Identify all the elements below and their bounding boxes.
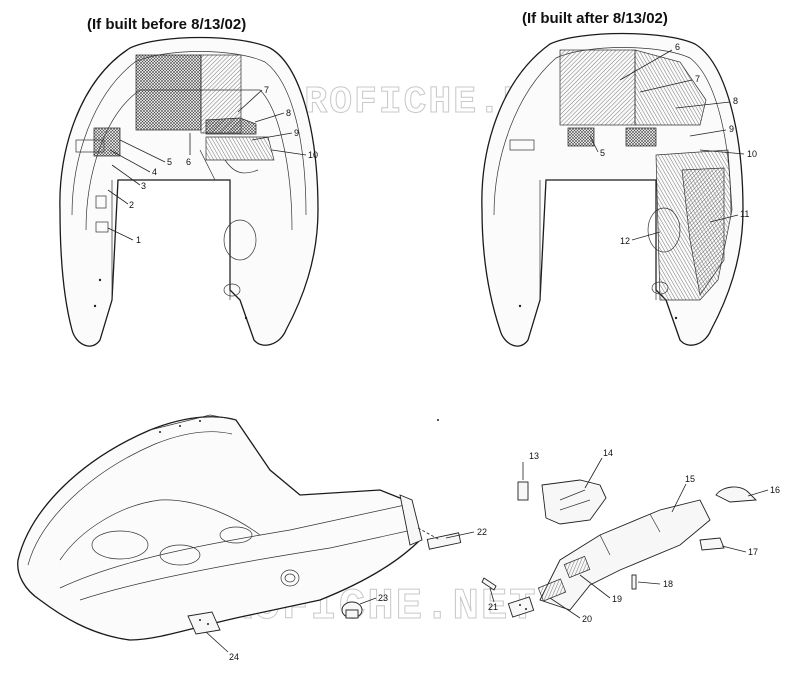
callout-6: 6 bbox=[186, 157, 191, 167]
part-23-stem bbox=[345, 609, 359, 619]
callout-14: 14 bbox=[603, 448, 613, 458]
callout-15: 15 bbox=[685, 474, 695, 484]
callout-10: 10 bbox=[308, 150, 318, 160]
callout-4: 4 bbox=[152, 167, 157, 177]
part-17 bbox=[699, 537, 725, 551]
part-21 bbox=[481, 577, 497, 591]
callout-9b: 9 bbox=[729, 124, 734, 134]
part-14 bbox=[541, 479, 607, 525]
callout-23: 23 bbox=[378, 593, 388, 603]
part-18 bbox=[631, 574, 637, 590]
loose-parts bbox=[481, 479, 758, 618]
callouts-before: 1 2 3 4 5 6 7 8 9 10 bbox=[107, 85, 318, 245]
caption-after: (If built after 8/13/02) bbox=[522, 10, 668, 27]
callouts-after: 5 6 7 8 9 10 11 12 bbox=[589, 42, 757, 246]
callout-3: 3 bbox=[141, 181, 146, 191]
callout-2: 2 bbox=[129, 200, 134, 210]
hood-before bbox=[59, 36, 319, 347]
callout-7: 7 bbox=[264, 85, 269, 95]
callout-5b: 5 bbox=[600, 148, 605, 158]
callout-24: 24 bbox=[229, 652, 239, 662]
part-13 bbox=[517, 481, 529, 501]
part-20 bbox=[507, 596, 535, 618]
part-15 bbox=[539, 499, 711, 611]
callout-18: 18 bbox=[663, 579, 673, 589]
callout-11: 11 bbox=[740, 209, 749, 219]
callout-1: 1 bbox=[136, 235, 141, 245]
callout-19: 19 bbox=[612, 594, 622, 604]
callouts-bottom-left: 22 23 24 bbox=[229, 527, 487, 662]
hood-perspective bbox=[17, 414, 423, 641]
callout-7b: 7 bbox=[695, 74, 700, 84]
callout-21: 21 bbox=[488, 602, 498, 612]
callout-10b: 10 bbox=[747, 149, 757, 159]
callout-8: 8 bbox=[286, 108, 291, 118]
callouts-bottom-right: 13 14 15 16 17 18 19 20 21 bbox=[488, 448, 780, 624]
callout-17: 17 bbox=[748, 547, 758, 557]
hood-after bbox=[481, 32, 744, 347]
part-24 bbox=[187, 611, 221, 635]
part-22 bbox=[426, 532, 462, 550]
callout-9: 9 bbox=[294, 128, 299, 138]
callout-12: 12 bbox=[620, 236, 630, 246]
callout-5: 5 bbox=[167, 157, 172, 167]
callout-20: 20 bbox=[582, 614, 592, 624]
part-16 bbox=[715, 486, 758, 503]
caption-before: (If built before 8/13/02) bbox=[87, 16, 247, 33]
callout-22: 22 bbox=[477, 527, 487, 537]
callout-6b: 6 bbox=[675, 42, 680, 52]
callout-13: 13 bbox=[529, 451, 539, 461]
callout-8b: 8 bbox=[733, 96, 738, 106]
callout-16: 16 bbox=[770, 485, 780, 495]
